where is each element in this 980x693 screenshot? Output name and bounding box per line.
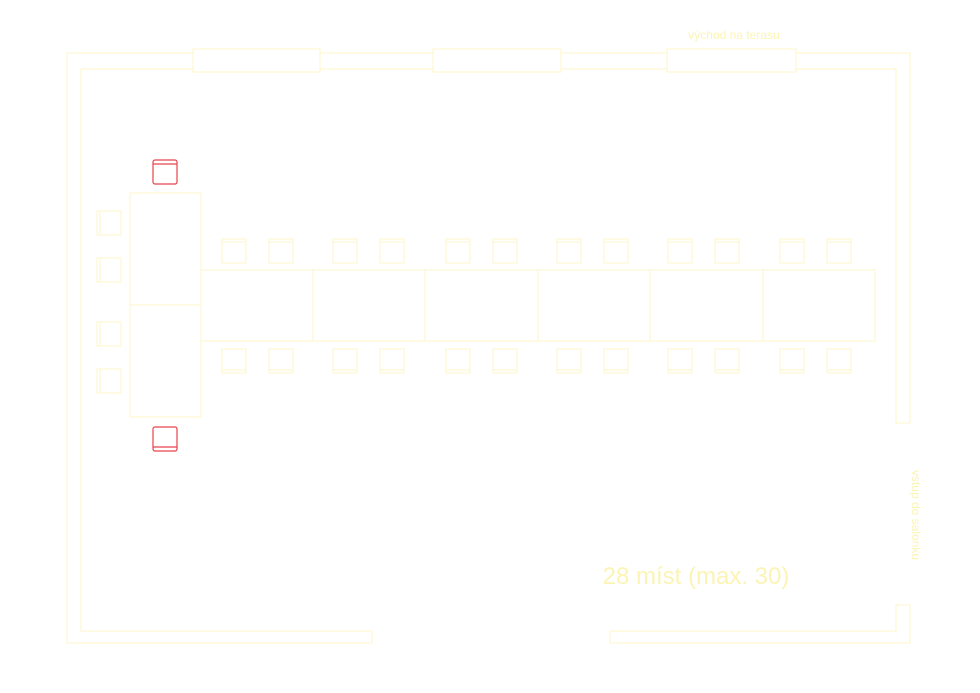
highlighted-chair-bottom (152, 426, 178, 452)
chair (826, 238, 852, 264)
table-module (312, 269, 426, 342)
chair (603, 238, 629, 264)
chair (667, 238, 693, 264)
chair (96, 321, 122, 347)
wall-inner-bottom-right (610, 605, 897, 632)
chair (667, 348, 693, 374)
chair (556, 238, 582, 264)
chair (603, 348, 629, 374)
chair (268, 348, 294, 374)
window-1 (192, 48, 321, 73)
chair (556, 348, 582, 374)
chair (492, 348, 518, 374)
head-table-module (129, 192, 202, 306)
window-2 (432, 48, 562, 73)
chair (779, 238, 805, 264)
table-module (424, 269, 539, 342)
walls (66, 52, 911, 644)
wall-outer (66, 52, 911, 644)
chair (826, 348, 852, 374)
table-module (537, 269, 651, 342)
chair (379, 238, 405, 264)
head-table (129, 192, 202, 418)
chairs-left (96, 210, 122, 394)
chair (714, 348, 740, 374)
chair (714, 238, 740, 264)
chair (332, 238, 358, 264)
salon-entrance-label: vstup do salonku (909, 470, 923, 560)
table-module (200, 269, 314, 342)
highlighted-chairs (152, 159, 178, 452)
chair (779, 348, 805, 374)
windows (192, 48, 797, 73)
table-module (762, 269, 876, 342)
chair (96, 210, 122, 236)
chairs-top-row (221, 238, 852, 264)
chair (445, 348, 471, 374)
chair (96, 257, 122, 283)
chair (221, 348, 247, 374)
chair (96, 368, 122, 394)
chair (379, 348, 405, 374)
chair (332, 348, 358, 374)
long-table (200, 269, 876, 342)
chair (268, 238, 294, 264)
chair (445, 238, 471, 264)
wall-inner (80, 68, 897, 632)
wall-outer-bottom-right (610, 605, 911, 644)
terrace-exit-label: východ na terasu (688, 28, 779, 42)
terrace-door (666, 48, 797, 73)
chairs-bottom-row (221, 348, 852, 374)
head-table-module (129, 304, 202, 418)
capacity-label: 28 míst (max. 30) (603, 563, 790, 590)
highlighted-chair-top (152, 159, 178, 185)
chair (221, 238, 247, 264)
table-module (649, 269, 764, 342)
chair (492, 238, 518, 264)
